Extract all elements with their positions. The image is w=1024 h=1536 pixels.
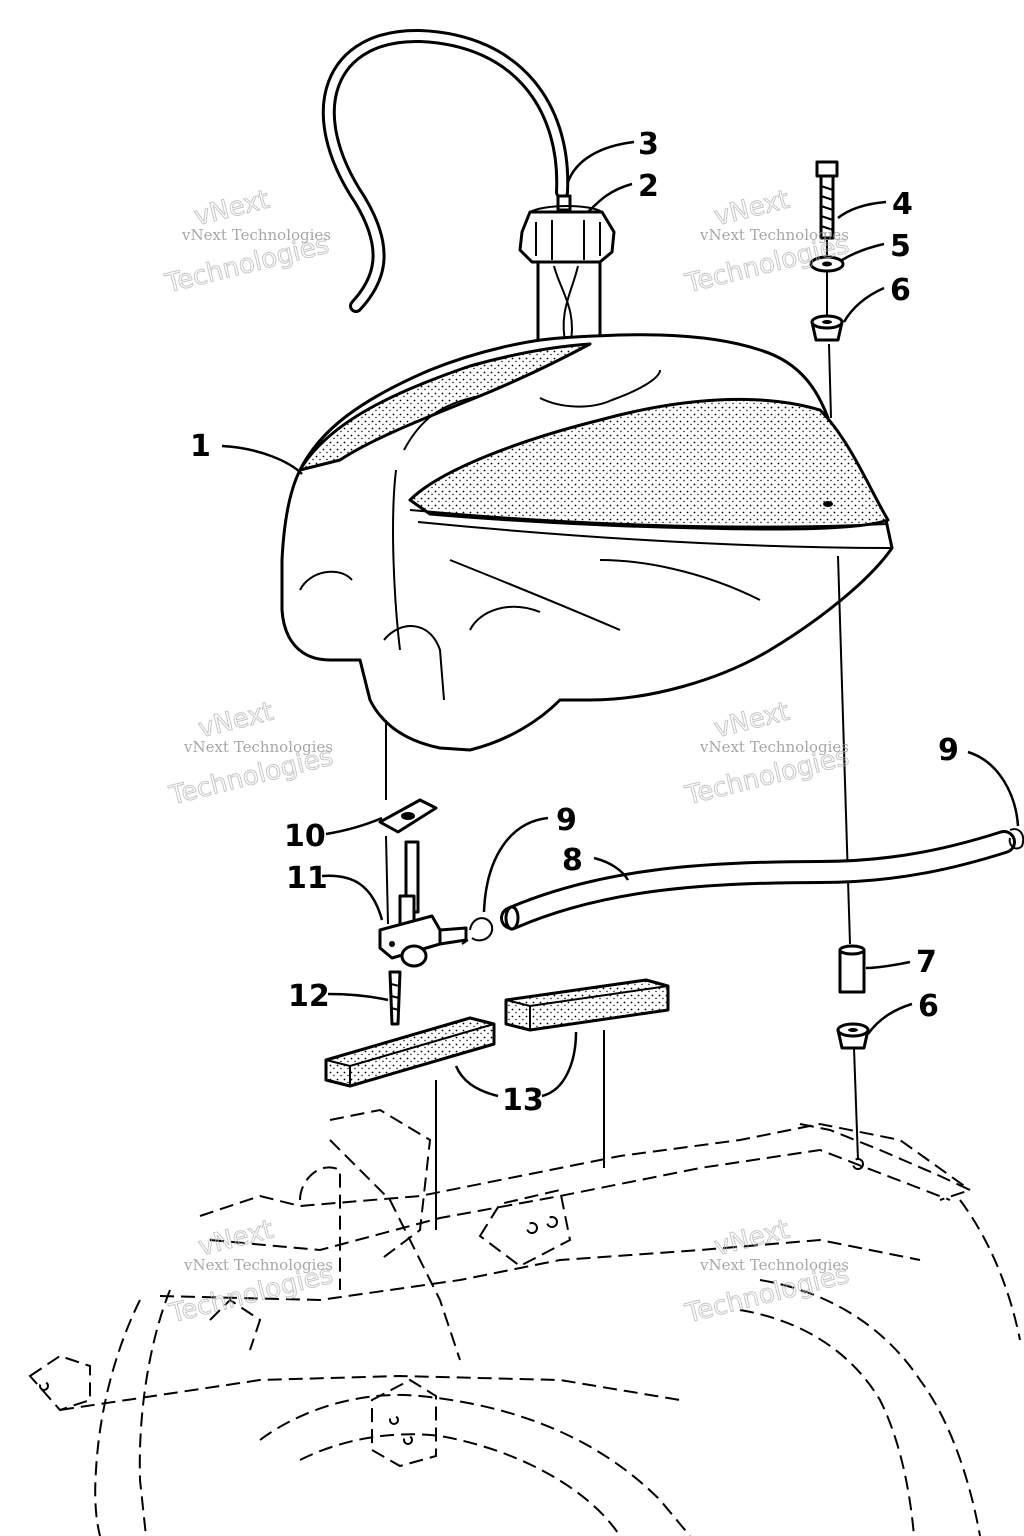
callout-13: 13: [502, 1083, 544, 1118]
vent-hose: [321, 28, 570, 313]
atv-frame: [28, 1108, 1021, 1536]
callout-9-left: 9: [556, 803, 577, 838]
leader-6a: [842, 286, 885, 323]
callout-3: 3: [638, 127, 659, 162]
leader-9a: [482, 816, 549, 913]
callout-7: 7: [916, 945, 937, 980]
fuel-hose: [500, 830, 1016, 931]
leader-6b: [866, 1002, 913, 1035]
callout-8: 8: [562, 843, 583, 878]
leader-9b: [967, 750, 1020, 827]
callout-6-bottom: 6: [918, 989, 939, 1024]
svg-text:vNext Technologies: vNext Technologies: [699, 1256, 849, 1274]
watermark-bottom-left: vNext vNext Technologies Technologies: [165, 1214, 336, 1330]
spacer: [838, 944, 866, 994]
leader-13a: [454, 1065, 499, 1098]
watermark-bottom-right: vNext vNext Technologies Technologies: [681, 1214, 852, 1330]
leader-7: [865, 960, 911, 970]
watermark-mid-left: vNext vNext Technologies Technologies: [165, 696, 336, 812]
leader-2: [587, 182, 633, 213]
callout-9-right: 9: [938, 733, 959, 768]
grommet-top: [810, 314, 844, 342]
callout-12: 12: [288, 979, 330, 1014]
svg-text:vNext Technologies: vNext Technologies: [183, 1256, 333, 1274]
leader-5: [841, 242, 885, 262]
leader-3: [566, 140, 635, 183]
leader-1: [221, 444, 303, 475]
callout-1: 1: [190, 429, 211, 464]
callout-6-top: 6: [890, 273, 911, 308]
leader-8: [593, 856, 630, 881]
svg-text:vNext Technologies: vNext Technologies: [181, 226, 331, 244]
watermark-top-left: vNext vNext Technologies Technologies: [161, 184, 332, 300]
svg-text:vNext Technologies: vNext Technologies: [183, 738, 333, 756]
callout-11: 11: [286, 861, 328, 896]
leader-10: [325, 816, 383, 836]
leader-4: [837, 200, 887, 219]
gas-tank: [280, 333, 894, 752]
valve-screw: [388, 970, 402, 1026]
callout-5: 5: [890, 229, 911, 264]
foam-pad-right: [504, 978, 670, 1032]
svg-text:vNext Technologies: vNext Technologies: [699, 738, 849, 756]
callout-2: 2: [638, 169, 659, 204]
callout-4: 4: [892, 187, 913, 222]
grommet-bottom: [836, 1022, 870, 1050]
leader-12: [327, 992, 389, 1002]
hose-clamp-right: [1008, 828, 1024, 850]
fuel-valve: [378, 840, 468, 968]
valve-gasket: [378, 798, 438, 834]
screw: [815, 160, 839, 240]
leader-11: [321, 874, 384, 921]
watermark-mid-right: vNext vNext Technologies Technologies: [681, 696, 852, 812]
leader-13b: [541, 1031, 578, 1098]
svg-text:vNext Technologies: vNext Technologies: [699, 226, 849, 244]
foam-pad-left: [324, 1016, 496, 1088]
callout-10: 10: [284, 819, 326, 854]
